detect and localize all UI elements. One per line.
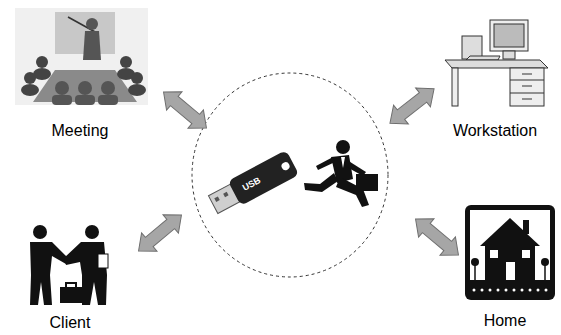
- usb-stick: [207, 150, 300, 217]
- dashed-circle: [192, 73, 388, 277]
- node-label: Meeting: [52, 121, 109, 140]
- icon-node: Meeting: [10, 5, 150, 140]
- client-picture: [30, 225, 108, 305]
- running-man: [304, 140, 378, 207]
- meeting-picture: [15, 8, 148, 105]
- workstation-picture: [445, 20, 548, 106]
- node-label: Home: [484, 311, 527, 330]
- icon-node: Client: [10, 220, 130, 332]
- node-label: Client: [50, 313, 91, 332]
- node-label: Workstation: [453, 121, 537, 140]
- icon-node: Workstation: [435, 20, 555, 140]
- home-picture: [465, 205, 555, 300]
- double-arrows: [131, 79, 466, 264]
- icon-node: Home: [455, 200, 555, 330]
- stick-logo: USB: [241, 175, 262, 193]
